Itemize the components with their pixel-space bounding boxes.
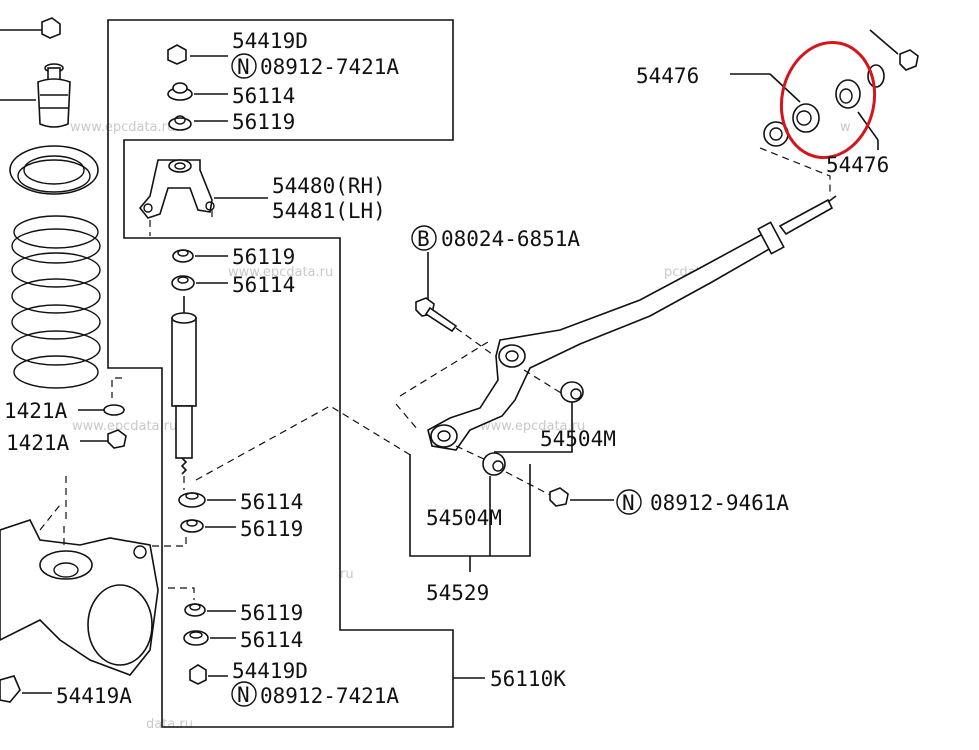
label-insulator: 56119 (232, 110, 295, 134)
coil-spring-icon (11, 215, 101, 389)
label-insulator: 56114 (232, 273, 295, 297)
spring-seat-icon (9, 145, 99, 195)
washer-icon (103, 404, 125, 416)
n-marker-icon (616, 489, 642, 515)
trailing-arm-assembly (409, 29, 919, 572)
label-bolt: 08024-6851A (441, 227, 580, 251)
kit-outline (107, 19, 454, 728)
reference-line (195, 405, 413, 481)
label-insulator: 56119 (240, 601, 303, 625)
bump-stop-icon (37, 78, 71, 128)
label-bracket-lh: 54481(LH) (272, 199, 386, 223)
label-nut-bottom-std: 08912-7421A (260, 684, 399, 708)
label-bushing: 54476 (826, 153, 889, 177)
nut-icon (189, 664, 207, 685)
watermark: www.epcdata.ru (480, 419, 585, 434)
n-marker: N (622, 491, 635, 515)
label-washer: 1421A (4, 399, 68, 423)
n-marker-icon (231, 53, 257, 79)
label-nut-bottom: 54419D (232, 659, 308, 683)
nut-icon (41, 17, 61, 39)
watermark: www.epcdata.ru (72, 419, 177, 434)
coil-spring-assembly (0, 17, 159, 703)
watermark: ru (340, 567, 354, 582)
label-insulator: 56114 (240, 490, 303, 514)
watermark: www.epcdata.ru (228, 265, 333, 280)
watermark: www.epcdata.ru (70, 120, 175, 135)
n-marker: N (237, 683, 250, 707)
nut-icon (107, 429, 127, 449)
label-arm-bushing: 54504M (426, 506, 502, 530)
label-lower-part: 54419A (56, 684, 132, 708)
label-trailing-arm: 54529 (426, 581, 489, 605)
n-marker-icon (231, 681, 257, 707)
b-marker: B (417, 227, 430, 251)
label-nut-top: 54419D (232, 29, 308, 53)
label-insulator: 56119 (232, 245, 295, 269)
bracket-icon (138, 159, 213, 219)
nut-icon (899, 49, 919, 71)
label-nut-top-std: 08912-7421A (260, 55, 399, 79)
label-arm-nut: 08912-9461A (650, 491, 789, 515)
label-insulator: 56114 (232, 84, 295, 108)
b-marker-icon (411, 225, 437, 251)
label-arm-bushing: 54504M (540, 427, 616, 451)
highlight-circle (779, 40, 877, 160)
label-insulator: 56114 (240, 628, 303, 652)
shock-absorber-assembly (138, 44, 268, 685)
nut-icon (167, 44, 187, 65)
n-marker: N (237, 55, 250, 79)
insulator-icon (178, 492, 206, 508)
label-bushing: 54476 (636, 64, 699, 88)
nut-icon (549, 487, 569, 507)
bushing-icon (792, 103, 820, 133)
watermark: data.ru (146, 717, 193, 732)
label-bracket-rh: 54480(RH) (272, 174, 386, 198)
label-shock-kit: 56110K (490, 667, 566, 691)
part-labels: 54419D 08912-7421A 56114 56119 54480(RH)… (4, 29, 889, 708)
shock-absorber-icon (171, 317, 197, 407)
label-nut: 1421A (6, 431, 70, 455)
watermark: w (840, 120, 851, 135)
label-insulator: 56119 (240, 517, 303, 541)
trailing-arm-icon (427, 228, 780, 451)
watermarks: www.epcdata.ru www.epcdata.ru www.epcdat… (70, 120, 851, 732)
